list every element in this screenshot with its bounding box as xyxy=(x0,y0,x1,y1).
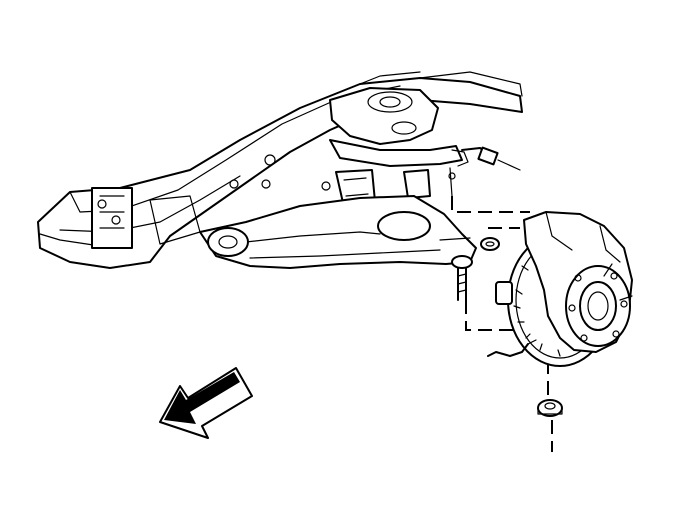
direction-arrow-icon xyxy=(159,367,253,439)
knuckle-nut xyxy=(537,399,563,417)
wheel-speed-sensor xyxy=(487,281,537,357)
lower-control-arm xyxy=(199,195,477,269)
upper-washer xyxy=(480,237,500,251)
upper-control-arm xyxy=(329,87,521,197)
wheel-hub xyxy=(565,263,633,347)
ball-joint-stud xyxy=(451,255,473,301)
